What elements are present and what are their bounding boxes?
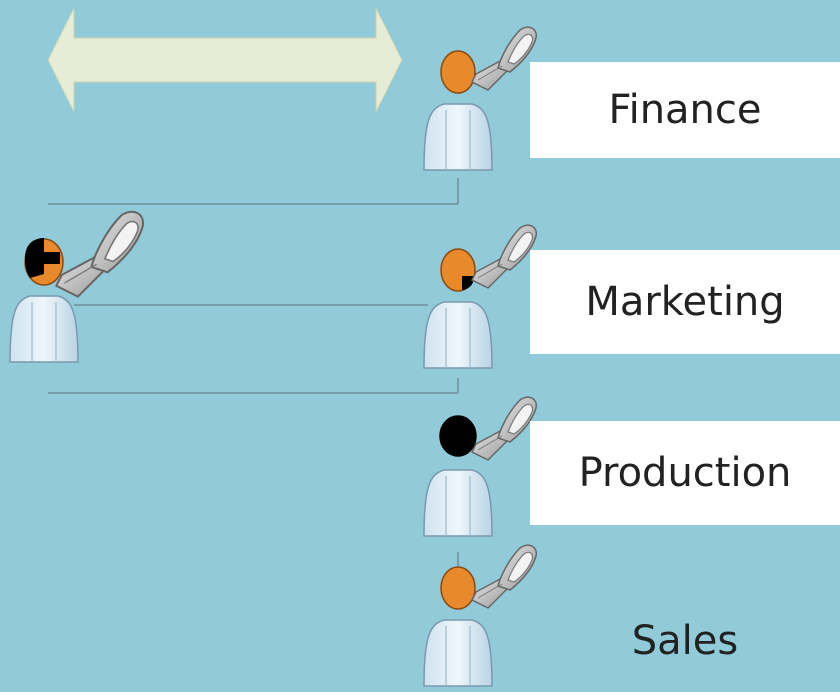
connector-lines (48, 178, 459, 572)
department-label-text: Marketing (585, 279, 785, 325)
department-label-finance: Finance (530, 62, 840, 158)
department-label-text: Finance (608, 87, 762, 133)
person-icon (423, 248, 493, 369)
mobile-phone-icon (55, 210, 145, 298)
mobile-phone-icon (471, 26, 538, 91)
department-label-production: Production (530, 421, 840, 525)
person-icon (423, 415, 493, 537)
department-label-text: Production (578, 450, 792, 496)
department-label-marketing: Marketing (530, 250, 840, 354)
mobile-phone-icon (471, 224, 538, 289)
department-label-sales: Sales (530, 590, 840, 692)
person-icon (423, 50, 493, 171)
mobile-phone-icon (471, 396, 538, 461)
double-arrow-icon (47, 7, 403, 113)
mobile-phone-icon (471, 544, 538, 609)
department-label-text: Sales (631, 618, 739, 664)
person-icon (9, 238, 79, 363)
person-icon (423, 566, 493, 687)
